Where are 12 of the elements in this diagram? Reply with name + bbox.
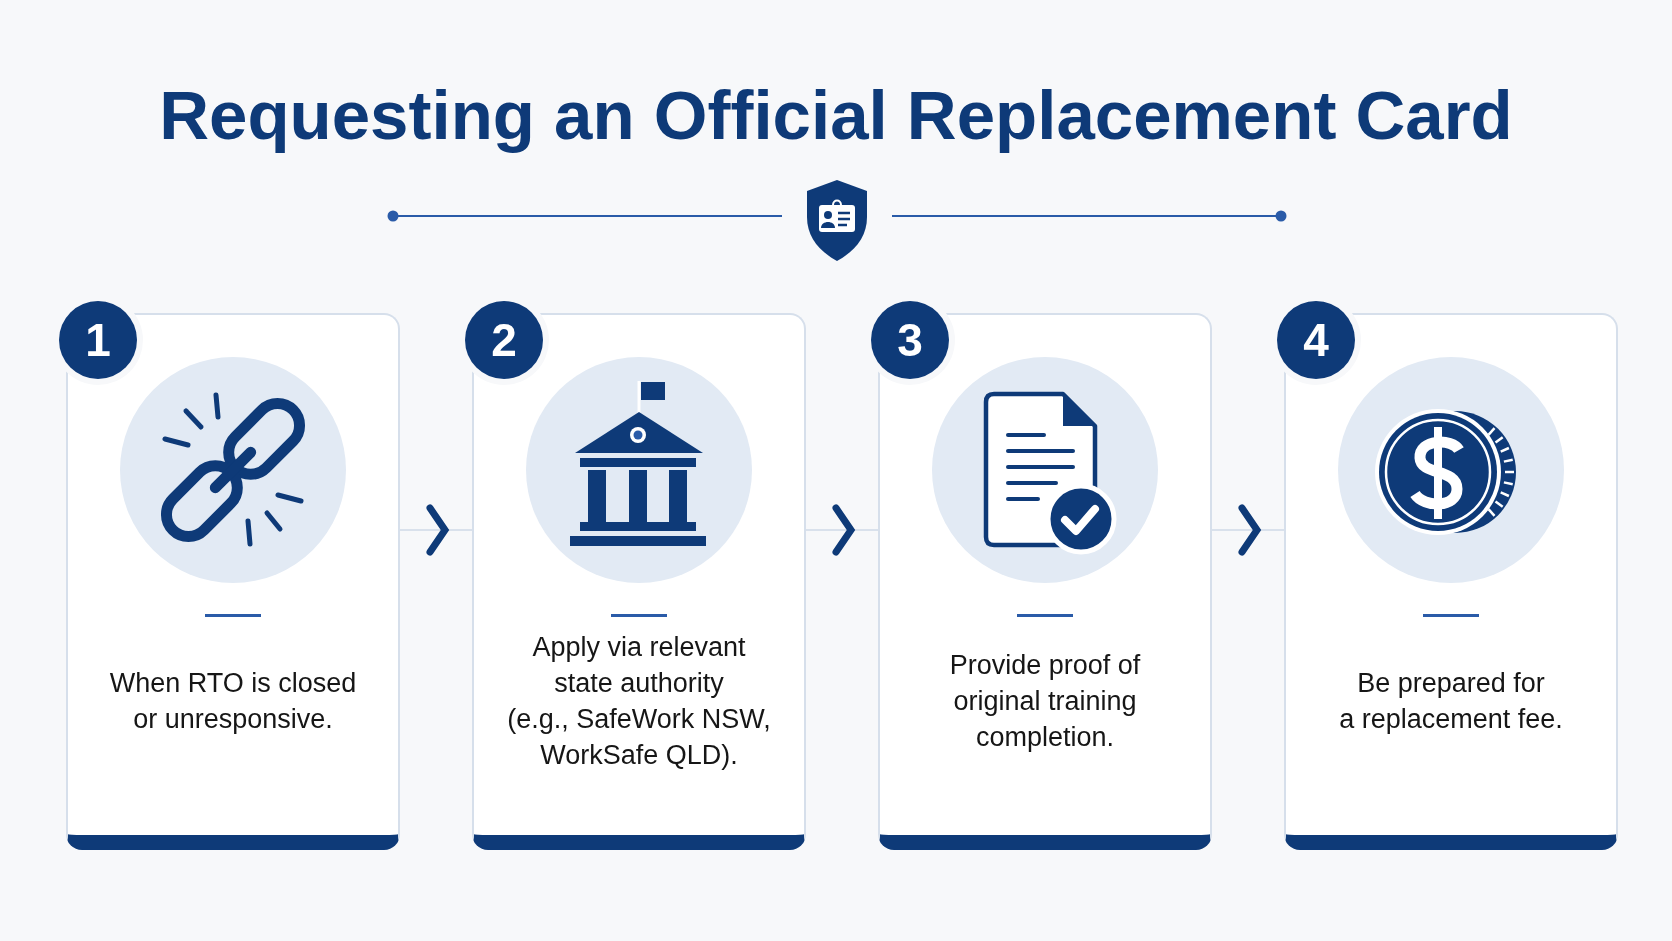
arrow	[1211, 504, 1285, 556]
step-card	[1284, 313, 1618, 850]
arrow	[399, 504, 473, 556]
step-description: When RTO is closed or unresponsive.	[109, 667, 357, 736]
arrow	[805, 504, 879, 556]
step-description: Provide proof of original training completion.	[949, 649, 1141, 754]
title: Requesting an Official Replacement Card	[159, 76, 1513, 156]
step-description: Apply via relevant state authority (e.g., SafeWork NSW, WorkSafe QLD).	[507, 631, 771, 772]
step-description: Be prepared for a replacement fee.	[1339, 667, 1563, 736]
step-card	[66, 313, 400, 850]
step-card	[472, 313, 806, 850]
step-card	[878, 313, 1212, 850]
